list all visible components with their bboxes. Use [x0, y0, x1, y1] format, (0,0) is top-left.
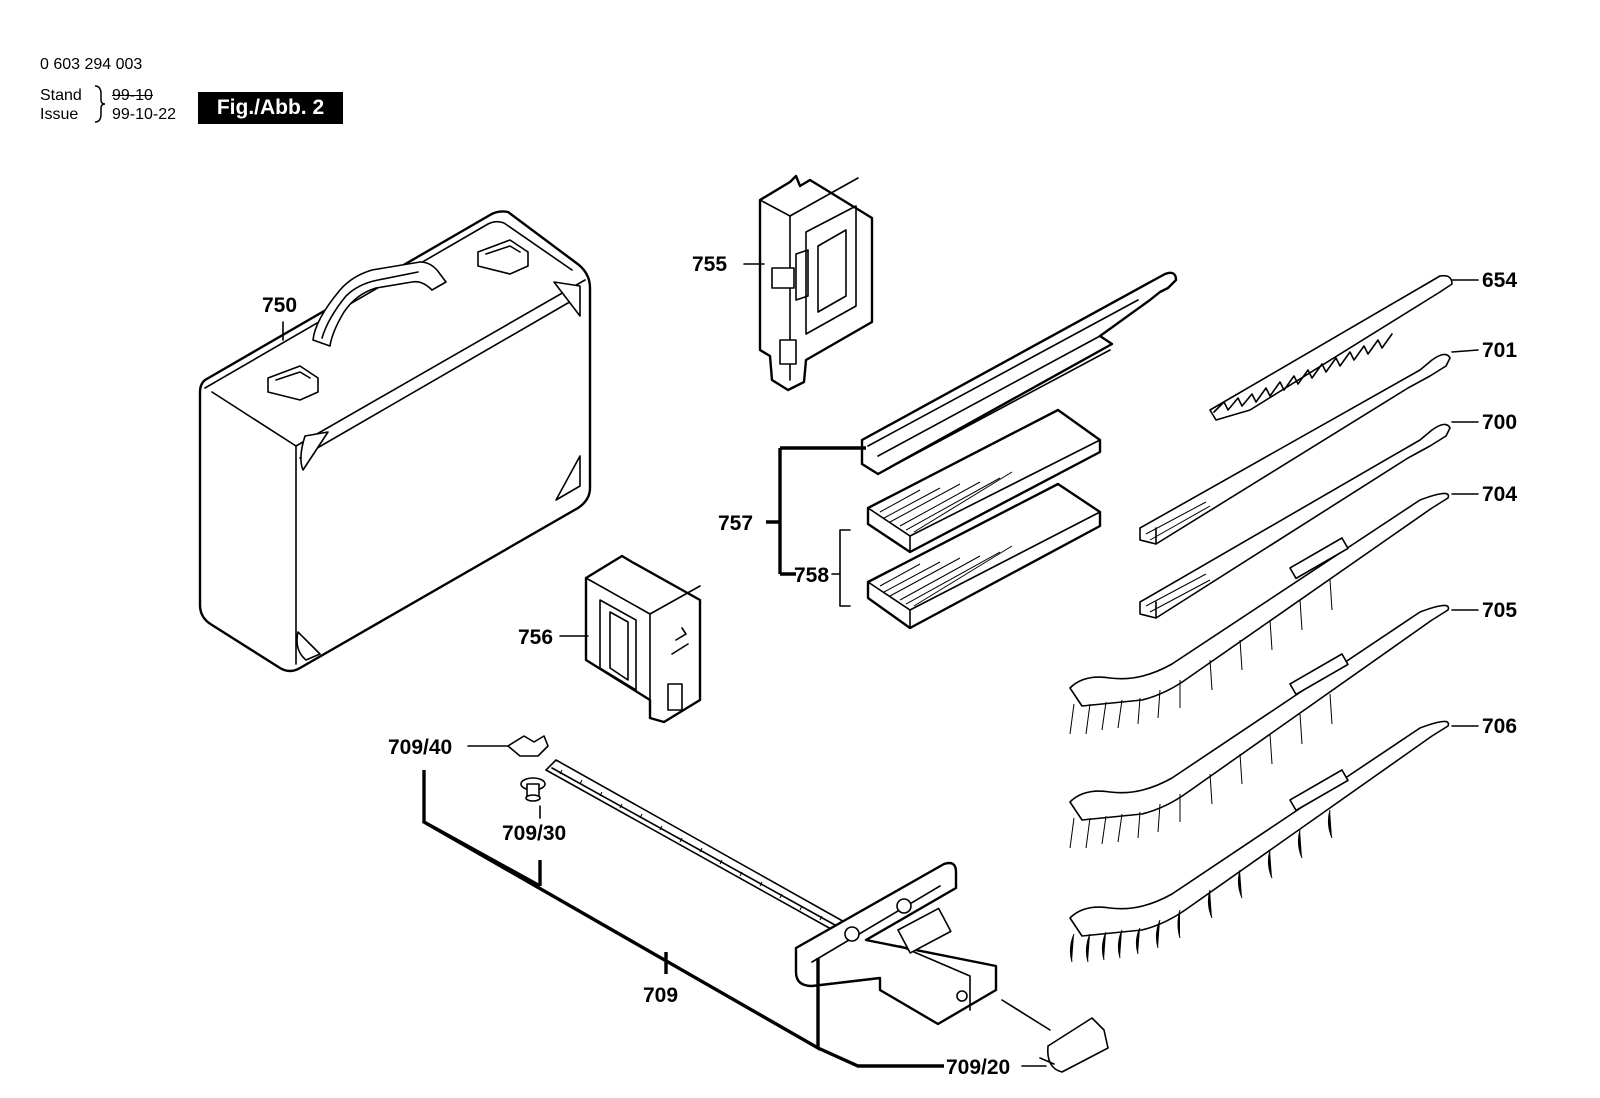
sanding-holder-757 [860, 271, 1178, 476]
label-706: 706 [1482, 715, 1517, 738]
dust-adapter-756 [584, 554, 702, 724]
label-750: 750 [262, 294, 297, 317]
carrying-case [198, 210, 592, 673]
label-700: 700 [1482, 411, 1517, 434]
dust-adapter-755 [758, 174, 874, 392]
brush-704 [1069, 492, 1450, 735]
rasp-blade-701 [1139, 353, 1451, 545]
label-705: 705 [1482, 599, 1517, 622]
label-758: 758 [794, 564, 829, 587]
label-701: 701 [1482, 339, 1517, 362]
sanding-pad-upper [866, 408, 1102, 554]
brush-706 [1069, 720, 1450, 963]
label-654: 654 [1482, 269, 1517, 292]
issue-label: Issue [40, 106, 79, 123]
stand-value-crossed: 99-10 [112, 87, 153, 104]
leader-lines [282, 263, 1479, 1068]
label-756: 756 [518, 626, 553, 649]
label-709-40: 709/40 [388, 736, 452, 759]
label-709-30: 709/30 [502, 822, 566, 845]
brush-705 [1069, 604, 1450, 849]
part-labels: 654 701 700 704 705 706 709 709/20 709/3… [262, 253, 1517, 1079]
figure-label-badge: Fig./Abb. 2 [198, 92, 343, 124]
stand-label: Stand [40, 87, 82, 104]
rasp-blade-700 [1139, 423, 1451, 619]
brace-icon [94, 85, 106, 123]
label-709-20: 709/20 [946, 1056, 1010, 1079]
label-709: 709 [643, 984, 678, 1007]
sanding-pad-lower [866, 482, 1102, 630]
label-757: 757 [718, 512, 753, 535]
document-number: 0 603 294 003 [40, 56, 143, 73]
label-704: 704 [1482, 483, 1517, 506]
parallel-guide-709 [507, 735, 1109, 1073]
jigsaw-blade-654 [1209, 274, 1453, 421]
issue-date: 99-10-22 [112, 106, 177, 123]
label-755: 755 [692, 253, 727, 276]
